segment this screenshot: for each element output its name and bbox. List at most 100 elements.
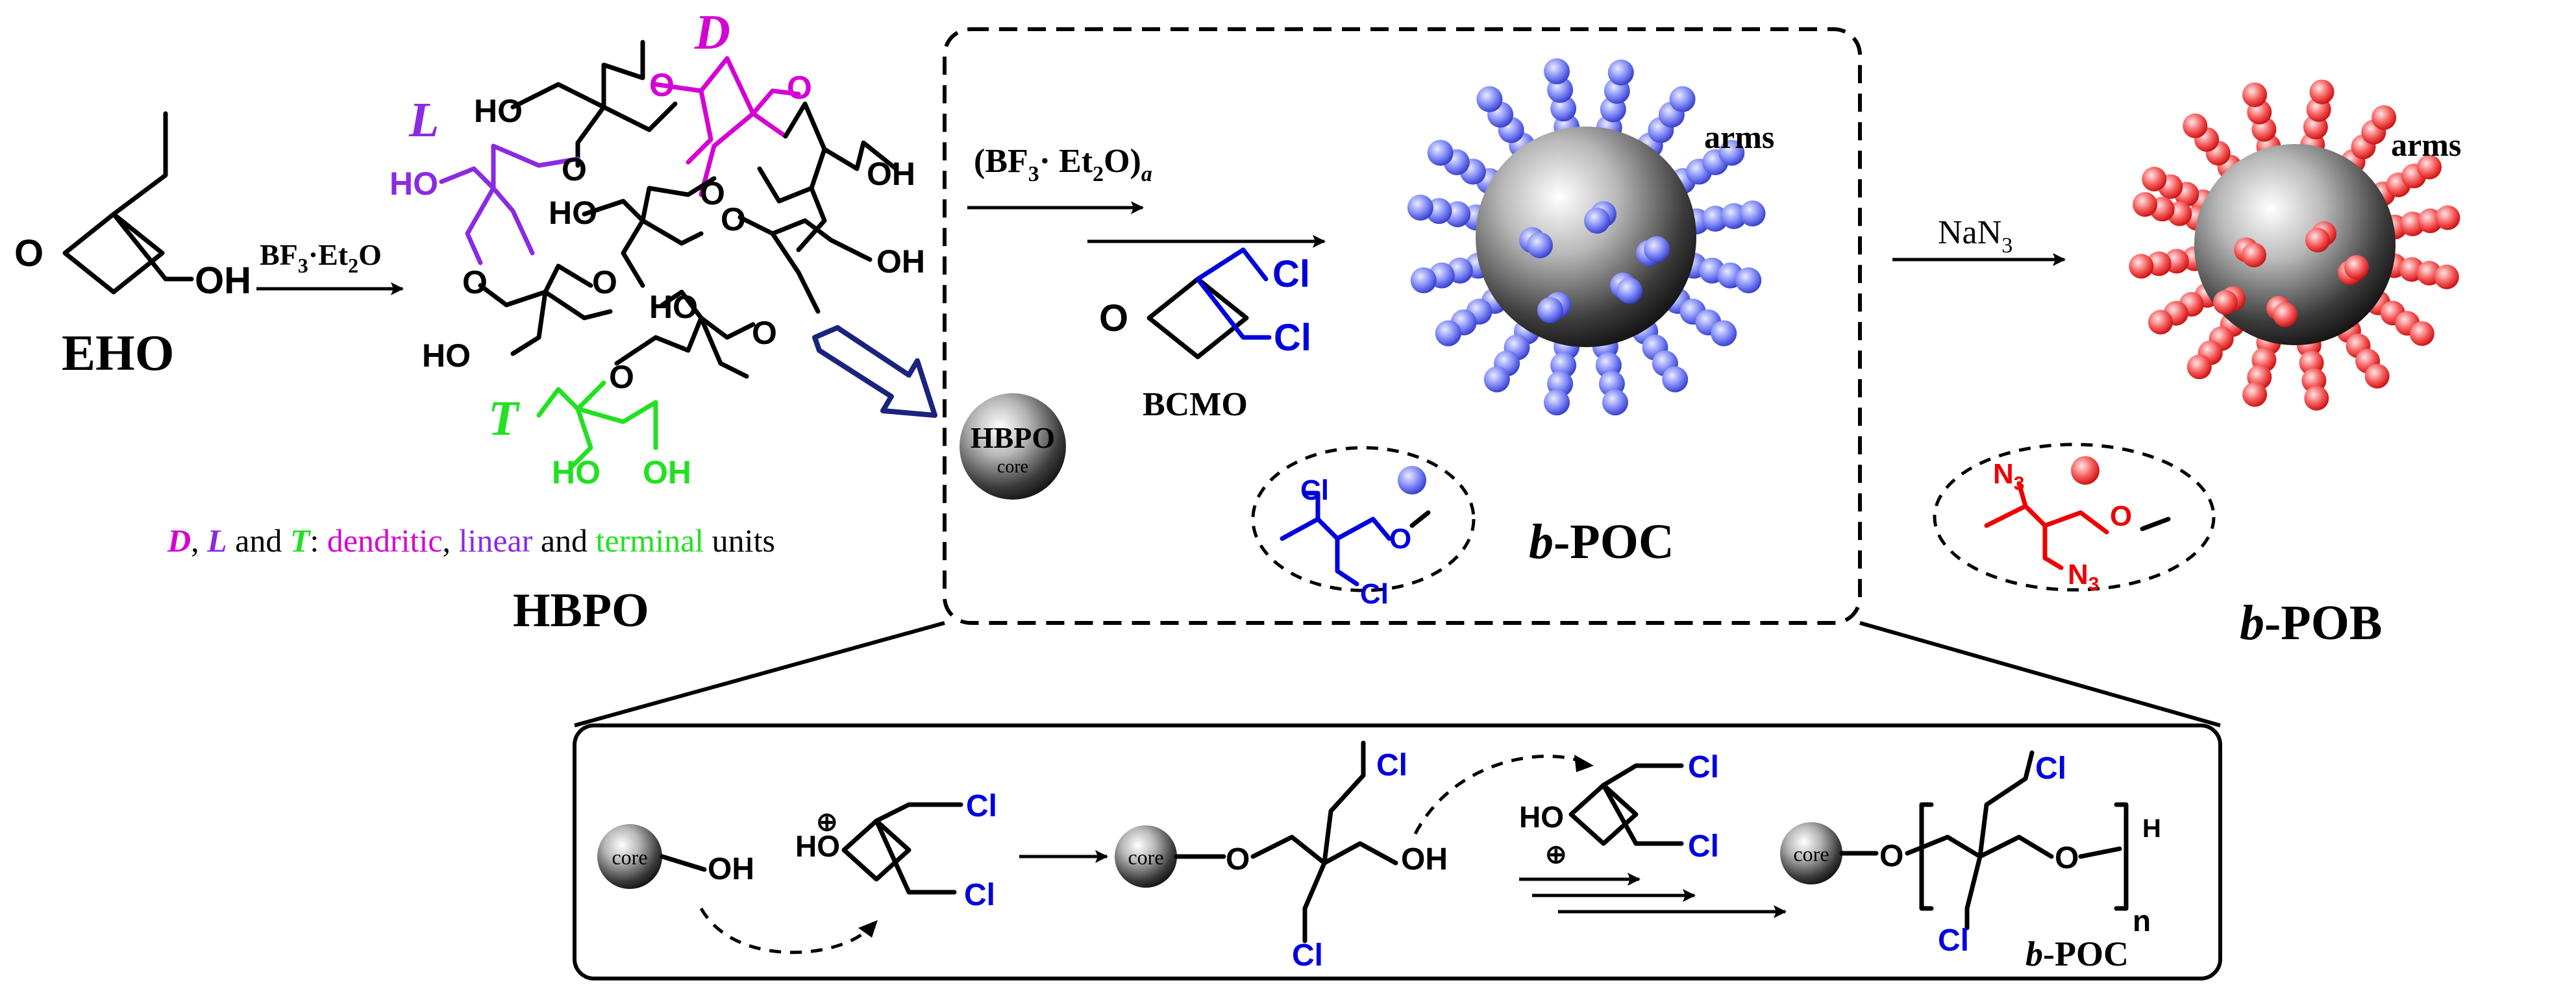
hbpo-ether-7: O — [609, 359, 634, 395]
b-pob-arm-bead — [2434, 264, 2459, 289]
b-pob-front-bead — [2273, 302, 2297, 327]
b-poc-label: b-POC — [1529, 515, 1674, 569]
hbpo-ether-1: O — [562, 151, 587, 188]
hbpo-ether-d2: O — [787, 69, 812, 106]
hbpo-ether-d1: O — [649, 67, 675, 103]
b-pob-arm-bead — [2142, 167, 2167, 191]
b-pob-repeat-ellipse — [1933, 443, 2216, 592]
b-poc-arm-bead — [1739, 201, 1766, 226]
b-poc-arm-bead — [1735, 267, 1762, 293]
eho-structure: O OH — [14, 111, 251, 302]
hbpo-hydroxyl-l: HO — [390, 165, 438, 202]
mech-bracket-left — [1919, 802, 1934, 911]
mechanism-box — [573, 724, 2222, 980]
b-pob-arm-bead — [2409, 321, 2434, 347]
mech-oh-2: OH — [1401, 842, 1448, 877]
b-poc-front-bead — [1584, 208, 1610, 234]
b-poc-front-bead — [1644, 236, 1670, 262]
hbpo-core-sphere — [960, 393, 1066, 500]
hbpo-hydroxyl-3: HO — [549, 195, 597, 231]
b-pob-front-bead — [2213, 290, 2238, 315]
b-poc-arm-bead — [1718, 140, 1745, 166]
b-poc-arm-bead — [1607, 59, 1634, 86]
b-pob-label: b-POB — [2240, 596, 2383, 650]
mech-cl-2: Cl — [964, 878, 995, 912]
hbpo-hydroxyl-6: HO — [422, 337, 471, 374]
b-poc-front-bead — [1616, 278, 1642, 304]
mech-cl-3: Cl — [1376, 748, 1407, 783]
mech-arrow-curve-1 — [699, 907, 871, 955]
mech-cl-5: Cl — [1688, 750, 1719, 784]
b-poc-arm-bead — [1476, 86, 1503, 112]
b-pob-repeat-ball — [2071, 456, 2099, 485]
b-poc-front-bead — [1527, 232, 1553, 258]
b-pob-arm-bead — [2242, 82, 2268, 108]
b-pob-front-bead — [2305, 228, 2330, 252]
b-pob-arm-bead — [2372, 105, 2397, 130]
mech-core-2 — [1115, 825, 1177, 888]
b-poc-repeat-cl-2: Cl — [1360, 578, 1389, 610]
hbpo-hydroxyl-t2: OH — [643, 454, 691, 491]
unit-l-label: L — [408, 93, 439, 147]
b-pob-arm-bead — [2417, 154, 2442, 180]
eho-ring-oxygen: O — [14, 232, 43, 274]
eho-hydroxyl: OH — [195, 260, 251, 302]
step2-catalyst: (BF3· Et2O)a — [974, 143, 1152, 186]
b-pob-arm-bead — [2435, 205, 2460, 230]
step1-catalyst: BF3·Et2O — [260, 238, 382, 277]
b-pob-arms-label: arms — [2391, 127, 2461, 163]
step2-dashed-box — [943, 27, 1862, 625]
b-pob-arm-bead — [2364, 363, 2390, 389]
b-pob-front-bead — [2344, 255, 2369, 280]
mech-cl-4: Cl — [1292, 938, 1323, 973]
b-pob-arm-bead — [2133, 192, 2158, 217]
bcmo-cl-2: Cl — [1274, 317, 1311, 359]
mech-oxonium-plus: ⊕ — [816, 808, 838, 836]
mech-oh-1: OH — [708, 852, 754, 886]
mech-core-1-label: core — [612, 845, 647, 869]
mech-end-h: H — [2142, 814, 2161, 843]
zoom-line-left — [574, 621, 945, 727]
unit-d-label: D — [694, 5, 730, 60]
hbpo-hydroxyl-2: OH — [867, 156, 915, 192]
b-pob-repeat-o: O — [2110, 500, 2132, 532]
b-poc-arm-bead — [1602, 389, 1628, 416]
mech-oxonium-plus-2: ⊕ — [1545, 840, 1567, 869]
b-pob-repeat-unit — [1984, 481, 2171, 570]
hbpo-ether-3: O — [721, 201, 746, 237]
b-poc-arm-bead — [1544, 389, 1570, 416]
b-pob-repeat-azide-1: N3 — [1993, 458, 2024, 494]
b-poc-repeat-o: O — [1389, 523, 1411, 555]
b-pob-arm-bead — [2304, 385, 2329, 411]
b-pob-arm-bead — [2129, 254, 2154, 279]
b-pob-arm-bead — [2183, 113, 2208, 138]
mech-core-2-label: core — [1128, 845, 1163, 869]
b-poc-repeat-ball — [1398, 466, 1426, 494]
mech-cl-6: Cl — [1688, 829, 1719, 864]
mech-core-3 — [1780, 822, 1842, 884]
b-poc-arm-bead — [1669, 86, 1696, 112]
b-poc-arm-bead — [1407, 195, 1433, 221]
hbpo-unit-legend: D, L and T: dendritic, linear and termin… — [167, 522, 775, 559]
unit-t-label: T — [488, 391, 520, 446]
hbpo-hydroxyl-1: HO — [474, 93, 523, 129]
b-pob-arm-bead — [2242, 382, 2268, 407]
mech-ether-o-2: O — [1879, 839, 1903, 873]
bcmo-ring-oxygen: O — [1099, 297, 1128, 339]
hbpo-hydroxyl-t1: HO — [552, 454, 601, 491]
b-poc-arm-bead — [1483, 366, 1510, 393]
core-sphere-label: HBPO — [971, 421, 1055, 454]
eho-label: EHO — [62, 324, 174, 381]
b-poc-core — [1476, 127, 1696, 347]
mech-repeat-n: n — [2133, 904, 2151, 938]
bcmo-label: BCMO — [1143, 386, 1248, 423]
b-poc-arm-bead — [1662, 366, 1689, 393]
b-poc-repeat-cl-1: Cl — [1300, 474, 1329, 506]
mech-protonated-ho-2: HO — [1519, 800, 1564, 834]
b-poc-repeat-ellipse — [1251, 446, 1476, 592]
hbpo-ether-2: O — [700, 175, 725, 212]
mech-core-1 — [597, 824, 662, 889]
mech-cl-7: Cl — [2035, 751, 2066, 786]
b-pob-arm-bead — [2148, 310, 2173, 335]
mech-core-3-label: core — [1793, 842, 1829, 866]
